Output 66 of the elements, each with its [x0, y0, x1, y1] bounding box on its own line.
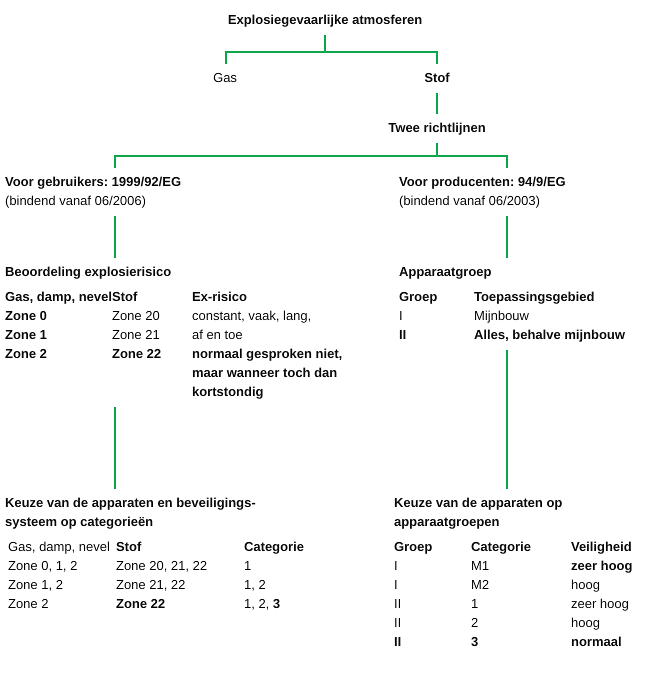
table-cell-text: constant, vaak, lang,: [192, 307, 312, 325]
table-cell-text: zeer hoog: [571, 595, 630, 613]
node-heading: Twee richtlijnen: [387, 119, 487, 137]
table-cell-text: Zone 1: [5, 326, 48, 344]
table-cell-text: Gas, damp, nevel: [5, 288, 112, 306]
node-heading: Keuze van de apparaten op apparaatgroepen: [394, 494, 564, 531]
connector-line: [114, 407, 116, 489]
table-cell-text: Toepassingsgebied: [474, 288, 596, 306]
connector-line: [506, 350, 508, 489]
node-heading: Voor gebruikers: 1999/92/EG: [5, 173, 182, 191]
node-heading: Keuze van de apparaten en beveiligings- systeem op categorieën: [5, 494, 257, 531]
table-cell-text: hoog: [571, 576, 601, 594]
connector-line: [506, 216, 508, 258]
table-cell-text: II: [394, 633, 402, 651]
table-cell-text: zeer hoog: [571, 557, 634, 575]
table-cell-text: Groep: [399, 288, 438, 306]
table-cell-text: Stof: [116, 538, 142, 556]
table-cell-text: Ex-risico: [192, 288, 248, 306]
table-cell-text: II: [394, 614, 402, 632]
node-heading: Explosiegevaarlijke atmosferen: [226, 11, 424, 29]
table-cell-text: Veiligheid: [571, 538, 633, 556]
table-cell-text: hoog: [571, 614, 601, 632]
table-cell-text: Categorie: [244, 538, 305, 556]
table-cell-text: Stof: [112, 288, 138, 306]
table-cell-text: Zone 20: [112, 307, 161, 325]
table-cell-text: Zone 22: [116, 595, 166, 613]
table-cell-text: I: [394, 557, 399, 575]
node-heading: Apparaatgroep: [399, 263, 492, 281]
table-cell-text: Zone 2: [5, 345, 48, 363]
node-heading: Stof: [423, 69, 451, 87]
table-cell-text: Zone 1, 2: [8, 576, 64, 594]
table-cell-text: 2: [471, 614, 480, 632]
table-cell-text: Gas, damp, nevel: [8, 538, 111, 556]
table-cell-text: Zone 21, 22: [116, 576, 186, 594]
table-cell-text: 1, 2, 3: [244, 595, 282, 613]
table-cell-text: af en toe: [192, 326, 244, 344]
table-cell-text: Zone 20, 21, 22: [116, 557, 208, 575]
table-cell-text: Zone 21: [112, 326, 161, 344]
table-cell-text: 3: [471, 633, 480, 651]
table-cell-text: I: [394, 576, 399, 594]
node-heading: Beoordeling explosierisico: [5, 263, 172, 281]
node-subtitle: (bindend vanaf 06/2003): [399, 192, 541, 210]
connector-line: [114, 216, 116, 258]
table-cell-text: Zone 0: [5, 307, 48, 325]
node-subtitle: (bindend vanaf 06/2006): [5, 192, 147, 210]
table-cell-text: Zone 2: [8, 595, 50, 613]
table-cell-text: II: [399, 326, 408, 344]
table-cell-text: I: [399, 307, 404, 325]
table-cell-text: normaal: [571, 633, 623, 651]
table-cell-text: Zone 0, 1, 2: [8, 557, 78, 575]
table-cell-text: M1: [471, 557, 490, 575]
node-heading: Voor producenten: 94/9/EG: [399, 173, 567, 191]
table-cell-text: 1: [471, 595, 480, 613]
table-cell-text: normaal gesproken niet, maar wanneer toch dan kortstondig: [192, 345, 344, 401]
node-heading: Gas: [212, 69, 238, 87]
table-cell-text: Groep: [394, 538, 434, 556]
table-cell-text: 1: [244, 557, 252, 575]
table-cell-text: Alles, behalve mijnbouw: [474, 326, 626, 344]
table-cell-text: Mijnbouw: [474, 307, 530, 325]
table-cell-text: II: [394, 595, 402, 613]
connector-line: [324, 35, 438, 64]
connector-line: [436, 93, 438, 114]
table-cell-text: 1, 2: [244, 576, 267, 594]
table-cell-text: M2: [471, 576, 490, 594]
table-cell-text: Zone 22: [112, 345, 162, 363]
table-cell-text: Categorie: [471, 538, 532, 556]
